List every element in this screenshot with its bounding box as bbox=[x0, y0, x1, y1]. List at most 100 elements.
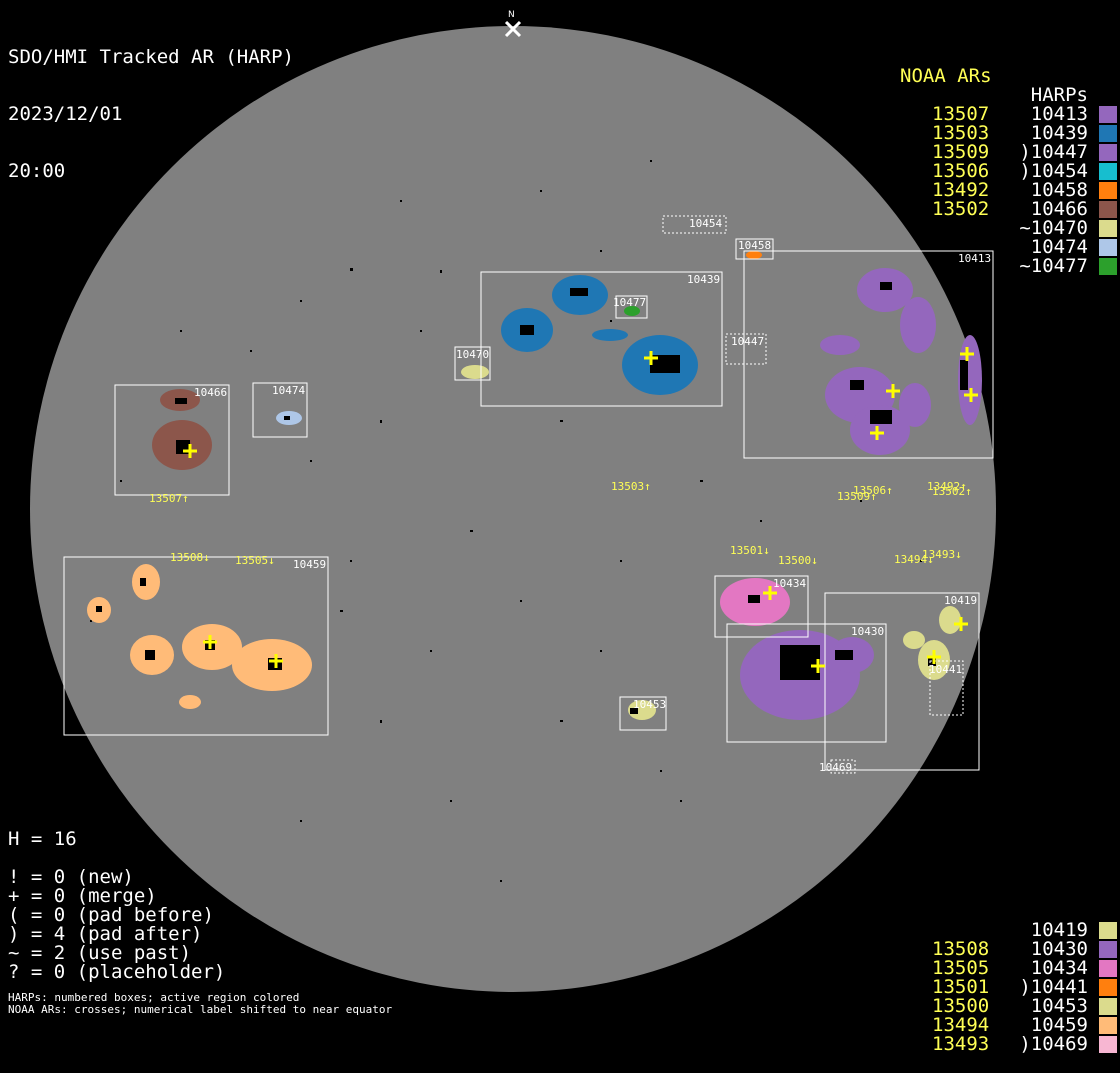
north-x-icon bbox=[504, 20, 522, 38]
harp-label-10430: 10430 bbox=[851, 625, 884, 638]
legend-top-noaa: 13502 bbox=[932, 198, 990, 220]
legend-bottom-noaa: 13500 bbox=[932, 995, 990, 1017]
harp-box-10439 bbox=[480, 271, 723, 407]
legend-top-harp: )10454 bbox=[1019, 160, 1088, 182]
region-10439-d bbox=[592, 329, 628, 341]
legend-top-row: ~10477 bbox=[900, 257, 1120, 276]
region-10458 bbox=[746, 251, 762, 259]
legend-top-harp: 10474 bbox=[1030, 236, 1088, 258]
legend-top-color-swatch bbox=[1099, 182, 1117, 199]
legend-bottom-color-swatch bbox=[1099, 1036, 1117, 1053]
harp-box-10470 bbox=[454, 346, 491, 381]
region-10477 bbox=[624, 306, 640, 316]
noaa-cross-13508 bbox=[203, 635, 217, 649]
legend-bottom-color-swatch bbox=[1099, 960, 1117, 977]
noaa-cross-13505 bbox=[269, 654, 283, 668]
legend-bottom-harp: )10469 bbox=[1019, 1033, 1088, 1055]
noaa-label-13503: 13503↑ bbox=[611, 480, 651, 493]
region-10413-e bbox=[850, 405, 910, 455]
noaa-label-13507: 13507↑ bbox=[149, 492, 189, 505]
legend-top-harp: ~10477 bbox=[1019, 255, 1088, 277]
harp-box-10413 bbox=[743, 250, 994, 459]
legend-top-row: ~10470 bbox=[900, 219, 1120, 238]
noaa-cross-13506 bbox=[870, 426, 884, 440]
legend-top-color-swatch bbox=[1099, 125, 1117, 142]
legend-top-noaa: 13507 bbox=[932, 103, 990, 125]
legend-top-noaa: 13503 bbox=[932, 122, 990, 144]
region-10413-g bbox=[958, 335, 982, 425]
solar-disk bbox=[30, 26, 996, 992]
harp-box-10430 bbox=[726, 623, 887, 743]
noaa-label-13494: 13494↓ bbox=[894, 553, 934, 566]
noaa-crosses bbox=[183, 347, 978, 673]
legend-bottom-harp: 10419 bbox=[1030, 919, 1088, 941]
legend-bottom-row: 13501)10441 bbox=[900, 978, 1120, 997]
legend-noaa-header: NOAA ARs bbox=[900, 65, 992, 87]
stat-line: ? = 0 (placeholder) bbox=[8, 961, 226, 983]
harp-box-10441 bbox=[929, 660, 964, 716]
footnote-harps: HARPs: numbered boxes; active region col… bbox=[8, 991, 300, 1004]
legend-bottom-row: 13493 )10469 bbox=[900, 1035, 1120, 1054]
region-10453 bbox=[628, 700, 656, 720]
harp-label-10474: 10474 bbox=[272, 384, 305, 397]
noaa-cross-13501 bbox=[763, 586, 777, 600]
header: SDO/HMI Tracked AR (HARP) 2023/12/01 20:… bbox=[8, 10, 294, 200]
harp-label-10453: 10453 bbox=[633, 698, 666, 711]
noaa-label-13500: 13500↓ bbox=[778, 554, 818, 567]
harp-label-10447: 10447 bbox=[731, 335, 764, 348]
harp-box-10447 bbox=[725, 333, 767, 365]
legend-top-noaa: 13506 bbox=[932, 160, 990, 182]
map-title: SDO/HMI Tracked AR (HARP) bbox=[8, 46, 294, 68]
harp-label-10454: 10454 bbox=[689, 217, 722, 230]
legend-top-harp: 10458 bbox=[1030, 179, 1088, 201]
harp-box-10434 bbox=[714, 575, 809, 638]
map-date: 2023/12/01 bbox=[8, 103, 123, 125]
noaa-cross-13494 bbox=[954, 617, 968, 631]
harp-label-10466: 10466 bbox=[194, 386, 227, 399]
legend-bottom-noaa: 13501 bbox=[932, 976, 990, 998]
region-10413-b bbox=[900, 297, 936, 353]
harp-box-10419 bbox=[824, 592, 980, 771]
noaa-cross-13493 bbox=[927, 650, 941, 664]
noaa-label-13506: 13506↑ bbox=[853, 484, 893, 497]
h-count: H = 16 bbox=[8, 828, 77, 850]
noaa-cross-13509 bbox=[886, 384, 900, 398]
legend-bottom-color-swatch bbox=[1099, 941, 1117, 958]
stats-lines: ! = 0 (new)+ = 0 (merge)( = 0 (pad befor… bbox=[8, 868, 225, 982]
harp-label-10419: 10419 bbox=[944, 594, 977, 607]
noaa-label-13505: 13505↓ bbox=[235, 554, 275, 567]
harp-label-10470: 10470 bbox=[456, 348, 489, 361]
legend-top-color-swatch bbox=[1099, 144, 1117, 161]
harp-box-10466 bbox=[114, 384, 230, 496]
noaa-label-13509: 13509↑ bbox=[837, 490, 877, 503]
noaa-label-13502: 13502↑ bbox=[932, 485, 972, 498]
harp-label-10469: 10469 bbox=[819, 761, 852, 774]
legend-top-harp: 10413 bbox=[1030, 103, 1088, 125]
legend-bottom-color-swatch bbox=[1099, 1017, 1117, 1034]
harp-label-10458: 10458 bbox=[738, 239, 771, 252]
legend-top-harp: )10447 bbox=[1019, 141, 1088, 163]
legend-top-color-swatch bbox=[1099, 258, 1117, 275]
harp-box-labels: 10454 10458 10413 10439 10477 10447 1047… bbox=[194, 217, 991, 774]
harp-box-10477 bbox=[615, 295, 648, 319]
map-time: 20:00 bbox=[8, 160, 66, 182]
region-10470 bbox=[461, 365, 489, 379]
region-10413-f bbox=[899, 383, 931, 427]
legend-bottom-noaa: 13493 bbox=[932, 1033, 990, 1055]
noaa-cross-13502 bbox=[964, 388, 978, 402]
region-10419-b bbox=[903, 631, 925, 649]
harp-label-10459: 10459 bbox=[293, 558, 326, 571]
footnote-noaa: NOAA ARs: crosses; numerical label shift… bbox=[8, 1003, 393, 1016]
legend-bottom-color-swatch bbox=[1099, 979, 1117, 996]
legend-top-row: 10474 bbox=[900, 238, 1120, 257]
legend-top-row: 13506 )10454 bbox=[900, 162, 1120, 181]
legend-top-color-swatch bbox=[1099, 201, 1117, 218]
noaa-label-13493: 13493↓ bbox=[922, 548, 962, 561]
harp-box-10458 bbox=[735, 238, 774, 260]
noaa-cross-13507 bbox=[183, 444, 197, 458]
